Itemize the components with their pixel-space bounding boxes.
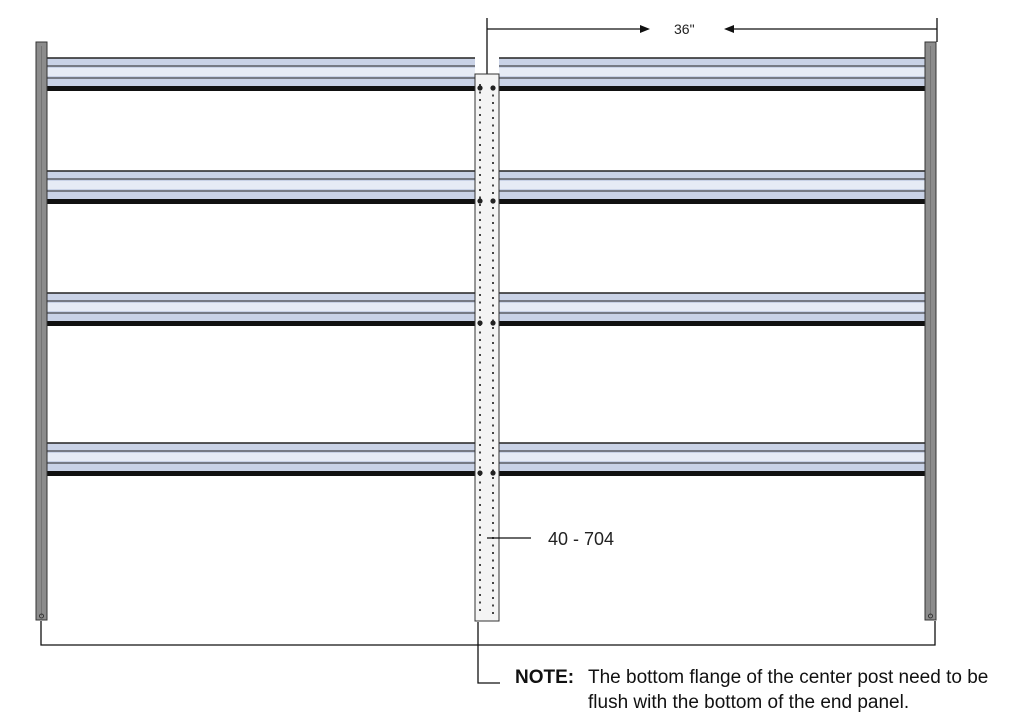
center-post [474, 73, 500, 622]
dimension-arrowhead-left [724, 25, 734, 33]
beam-level-2 [47, 170, 925, 204]
note-block: NOTE: The bottom flange of the center po… [515, 667, 988, 713]
part-callout: 40 - 704 [487, 529, 614, 549]
note-leader [477, 622, 500, 684]
beams [47, 57, 925, 476]
bottom-alignment-line [40, 621, 936, 646]
part-number-label: 40 - 704 [548, 529, 614, 549]
dimension-label: 36" [674, 21, 695, 37]
beam-level-4 [47, 442, 925, 476]
dimension-arrowhead-right [640, 25, 650, 33]
dimension-indicator: 36" [486, 18, 938, 74]
note-line-1: The bottom flange of the center post nee… [588, 667, 988, 688]
end-post-left [35, 41, 48, 621]
beam-level-1 [47, 57, 925, 91]
note-heading: NOTE: [515, 667, 574, 688]
end-post-right [924, 41, 937, 621]
note-line-2: flush with the bottom of the end panel. [588, 692, 909, 713]
center-post-holes [477, 84, 496, 614]
beam-level-3 [47, 292, 925, 326]
